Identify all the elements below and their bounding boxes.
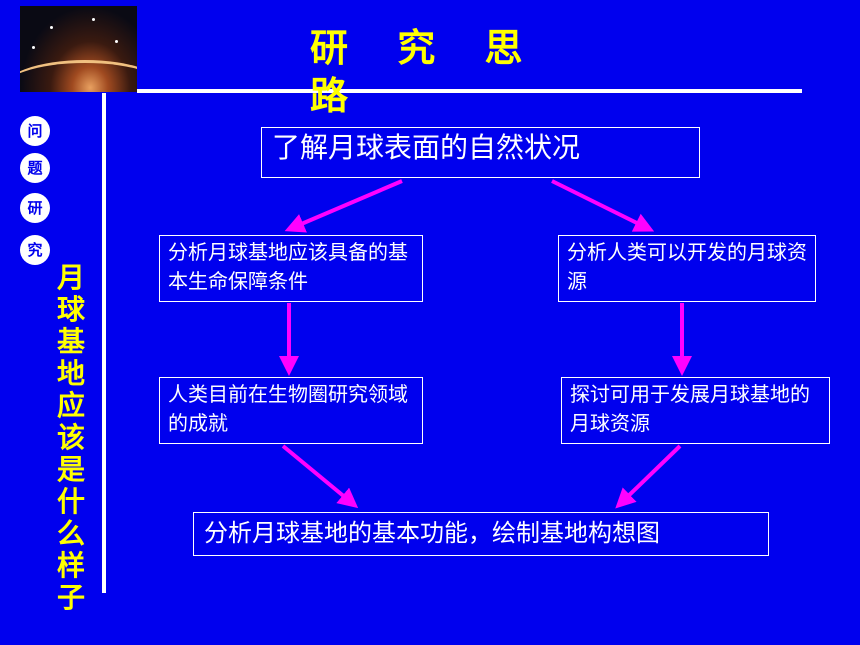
arrow-top-to-left <box>284 179 403 233</box>
sidebar-circle-2: 题 <box>20 153 50 183</box>
node-left-2: 人类目前在生物圈研究领域的成就 <box>159 377 423 444</box>
arrow-top-to-right <box>551 179 655 232</box>
arrow-right-to-bottom <box>615 444 682 509</box>
header-thumbnail-image <box>20 6 137 92</box>
sidebar-circle-1: 问 <box>20 116 50 146</box>
arrow-left-to-bottom <box>281 444 359 509</box>
sidebar-circle-3: 研 <box>20 193 50 223</box>
node-bottom: 分析月球基地的基本功能，绘制基地构想图 <box>193 512 769 556</box>
page-title: 研 究 思 路 <box>310 26 541 118</box>
sidebar-circle-4: 究 <box>20 235 50 265</box>
node-top: 了解月球表面的自然状况 <box>261 127 700 178</box>
header-divider <box>137 89 802 93</box>
node-right-1: 分析人类可以开发的月球资源 <box>558 235 816 302</box>
node-right-2: 探讨可用于发展月球基地的月球资源 <box>561 377 830 444</box>
sidebar-vertical-title: 月球基地应该是什么样子 <box>56 261 85 614</box>
node-left-1: 分析月球基地应该具备的基本生命保障条件 <box>159 235 423 302</box>
sidebar-divider <box>102 93 106 593</box>
